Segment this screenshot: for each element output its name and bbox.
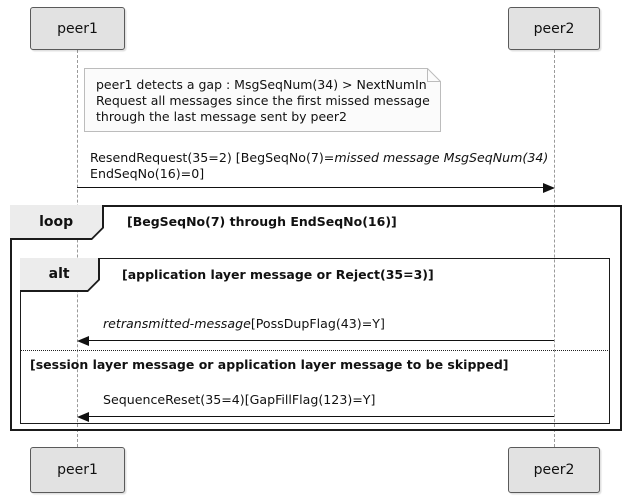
message-retransmitted: retransmitted-message[PossDupFlag(43)=Y] [103, 316, 385, 332]
alt-divider [20, 350, 610, 351]
arrowhead-left-icon [77, 412, 89, 422]
lifeline-peer1 [77, 50, 78, 447]
note-fold-icon [427, 68, 441, 82]
participant-box-peer1-bottom: peer1 [30, 447, 125, 493]
participant-box-peer2-bottom: peer2 [508, 447, 600, 493]
alt-label: alt [20, 258, 98, 290]
message-text: EndSeqNo(16)=0] [90, 166, 205, 181]
note-line: through the last message sent by peer2 [96, 109, 347, 124]
loop-frame-header: loop [10, 205, 104, 240]
arrowhead-right-icon [543, 183, 555, 193]
gap-note: peer1 detects a gap : MsgSeqNum(34) > Ne… [84, 68, 441, 132]
arrowhead-left-icon [77, 336, 89, 346]
participant-label: peer2 [533, 462, 575, 478]
arrow-retransmitted [82, 340, 554, 341]
loop-condition: [BegSeqNo(7) through EndSeqNo(16)] [127, 214, 397, 229]
participant-box-peer1-top: peer1 [30, 7, 125, 50]
note-background [84, 68, 441, 132]
message-resend-request: ResendRequest(35=2) [BegSeqNo(7)=missed … [90, 150, 548, 182]
message-text-italic: missed message MsgSeqNum(34) [334, 150, 549, 165]
message-text-italic: retransmitted-message [103, 316, 251, 331]
participant-label: peer2 [533, 20, 575, 37]
lifeline-peer2 [554, 50, 555, 447]
participant-label: peer1 [57, 20, 98, 37]
note-line: Request all messages since the first mis… [96, 93, 430, 108]
participant-box-peer2-top: peer2 [508, 7, 600, 50]
alt-condition: [application layer message or Reject(35=… [122, 267, 434, 282]
alt-frame [20, 258, 610, 424]
arrow-sequence-reset [82, 416, 554, 417]
loop-frame [10, 205, 622, 431]
alt-divider-label: [session layer message or application la… [30, 357, 509, 372]
message-text: ResendRequest(35=2) [BegSeqNo(7)= [90, 150, 335, 165]
arrow-resend-request [77, 187, 545, 188]
message-sequence-reset: SequenceReset(35=4)[GapFillFlag(123)=Y] [103, 392, 375, 408]
message-text: [PossDupFlag(43)=Y] [250, 316, 385, 331]
alt-frame-header: alt [20, 258, 100, 292]
loop-label: loop [10, 205, 102, 238]
participant-label: peer1 [57, 462, 98, 478]
note-line: peer1 detects a gap : MsgSeqNum(34) > Ne… [96, 77, 427, 92]
message-text: SequenceReset(35=4)[GapFillFlag(123)=Y] [103, 392, 376, 407]
